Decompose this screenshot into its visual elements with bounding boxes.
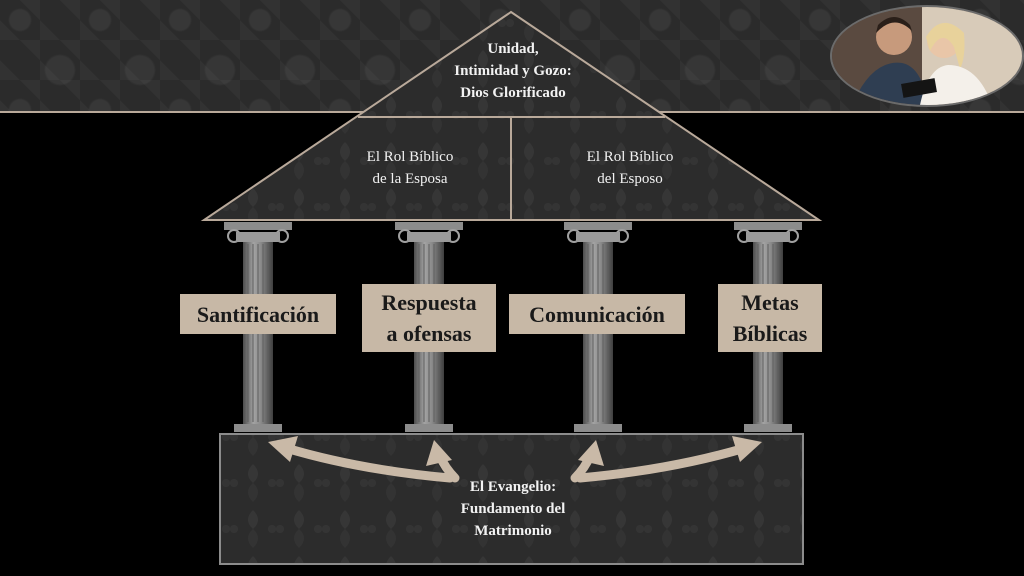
pillar-neck <box>407 232 451 242</box>
roof <box>200 10 823 221</box>
foundation-label: El Evangelio: Fundamento del Matrimonio <box>460 479 566 539</box>
arrowhead-right-inner <box>578 440 604 466</box>
pillar-label-comunicacion: Comunicación <box>509 294 685 334</box>
roof-right-label: El Rol Bíblico del Esposo <box>586 149 674 187</box>
roof-left-label: El Rol Bíblico de la Esposa <box>366 149 454 187</box>
arrow-left-outer <box>281 443 455 483</box>
pillar-capital <box>224 222 292 230</box>
pillar-capital <box>734 222 802 230</box>
pillar-label-metas: Metas Bíblicas <box>718 284 822 352</box>
pillar-capital <box>395 222 463 230</box>
roof-top-label: Unidad, Intimidad y Gozo: Dios Glorifica… <box>454 41 572 101</box>
arrow-right-outer <box>575 443 750 483</box>
pillar-neck <box>746 232 790 242</box>
arrowhead-left-outer <box>268 436 298 462</box>
pillar-base <box>405 424 453 432</box>
pillar-neck <box>236 232 280 242</box>
pillar-label-santificacion: Santificación <box>180 294 336 334</box>
pillar-capital <box>564 222 632 230</box>
arrowhead-left-inner <box>426 440 452 466</box>
pillar-label-respuesta: Respuesta a ofensas <box>362 284 496 352</box>
pillar-base <box>744 424 792 432</box>
pillar-neck <box>576 232 620 242</box>
arrowhead-right-outer <box>732 436 762 462</box>
pillar-base <box>234 424 282 432</box>
arrowheads <box>268 436 762 466</box>
pillar-base <box>574 424 622 432</box>
